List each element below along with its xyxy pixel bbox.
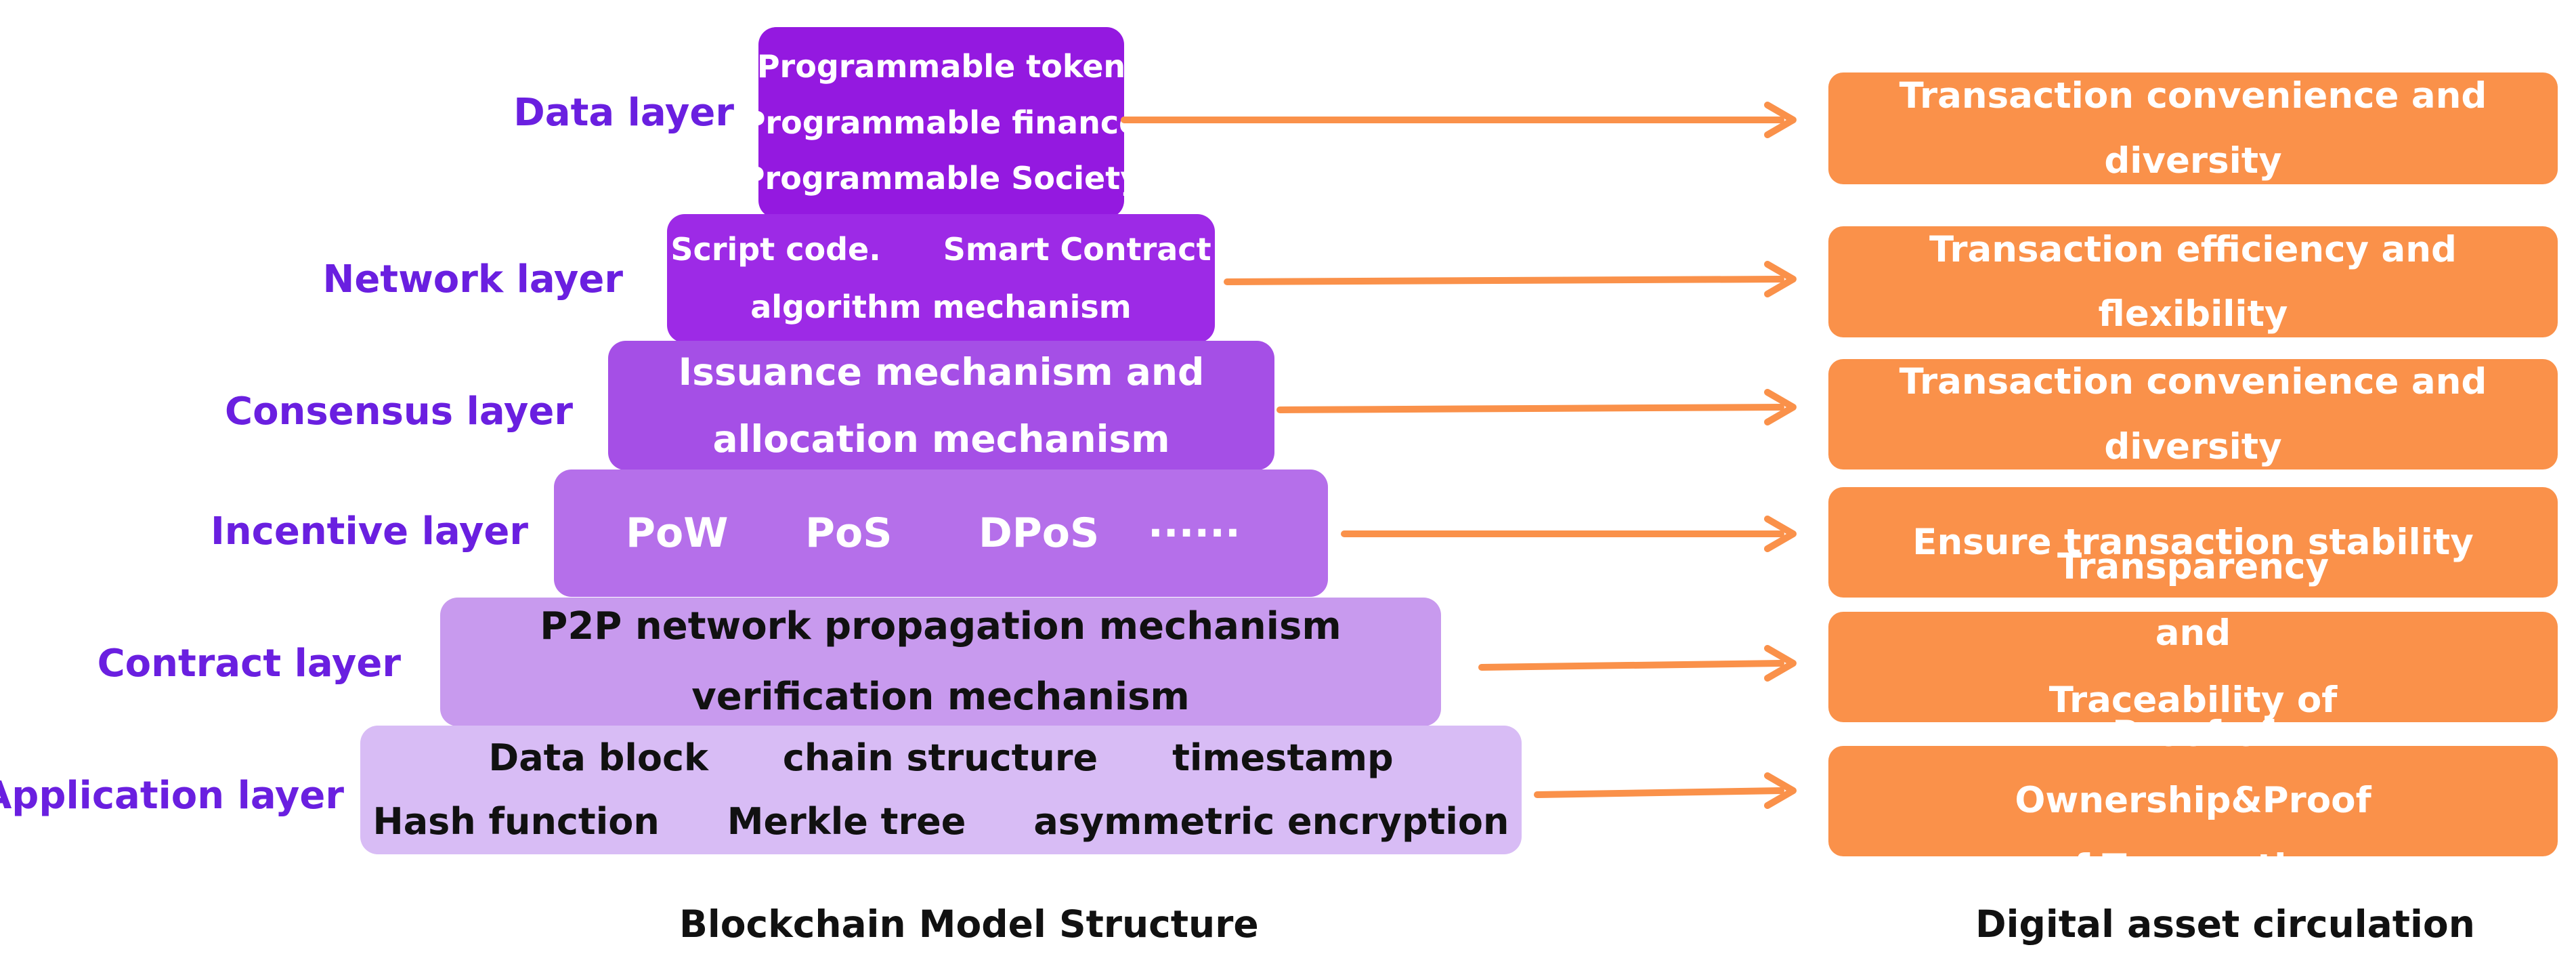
application-layer-row: Hash function Merkle tree asymmetric enc… bbox=[360, 790, 1522, 854]
result-text: Transaction convenience and diversity bbox=[1899, 75, 2487, 182]
arrow-head bbox=[1764, 261, 1797, 297]
result-box: Transaction efficiency and flexibility bbox=[1828, 226, 2558, 337]
application-layer-block: Data block chain structure timestamp Has… bbox=[360, 726, 1522, 854]
application-layer-item: timestamp bbox=[1172, 736, 1394, 779]
layer-label-data: Data layer bbox=[513, 91, 734, 135]
network-layer-item: Script code. bbox=[670, 230, 881, 268]
layer-label-application: Application layer bbox=[0, 774, 344, 818]
layer-label-network: Network layer bbox=[322, 257, 623, 301]
incentive-layer-block: PoW PoS DPoS ······ bbox=[554, 469, 1328, 597]
result-text: Transaction convenience and diversity bbox=[1899, 361, 2487, 467]
network-layer-item: Smart Contract bbox=[943, 230, 1211, 268]
results-title: Digital asset circulation bbox=[1975, 902, 2475, 946]
data-layer-item: Programmable finance bbox=[742, 104, 1140, 141]
application-layer-item: Merkle tree bbox=[727, 800, 966, 843]
result-box: Transaction convenience and diversity bbox=[1828, 359, 2558, 469]
layer-label-consensus: Consensus layer bbox=[224, 390, 573, 434]
arrow-head bbox=[1764, 102, 1797, 138]
result-box: Transaction convenience and diversity bbox=[1828, 72, 2558, 184]
incentive-layer-item: PoS bbox=[805, 509, 893, 557]
result-text: Ensure transaction stability bbox=[1912, 521, 2474, 563]
pyramid-title: Blockchain Model Structure bbox=[679, 902, 1259, 946]
contract-layer-item: P2P network propagation mechanism bbox=[540, 604, 1341, 649]
application-layer-item: asymmetric encryption bbox=[1033, 800, 1509, 843]
result-text: Proof of Ownership&Proof of Transaction bbox=[2015, 713, 2371, 888]
application-layer-item: Hash function bbox=[372, 800, 660, 843]
application-layer-item: Data block bbox=[488, 736, 708, 779]
arrow-head bbox=[1764, 389, 1797, 425]
data-layer-item: Programmable Society bbox=[742, 160, 1141, 197]
contract-layer-block: P2P network propagation mechanism verifi… bbox=[440, 598, 1441, 726]
result-box: Ensure transaction stability bbox=[1828, 487, 2558, 598]
result-box: Transparency and Traceability of Transac… bbox=[1828, 546, 2558, 787]
network-layer-block: Script code. Smart Contract algorithm me… bbox=[667, 214, 1215, 343]
contract-layer-item: verification mechanism bbox=[691, 675, 1190, 719]
consensus-layer-item: Issuance mechanism and bbox=[678, 350, 1205, 394]
arrow-line bbox=[1478, 660, 1784, 671]
arrow-head bbox=[1764, 772, 1797, 809]
network-layer-item: algorithm mechanism bbox=[750, 289, 1132, 325]
incentive-layer-item: PoW bbox=[626, 509, 729, 557]
arrow-head bbox=[1764, 516, 1797, 552]
result-text: Transaction efficiency and flexibility bbox=[1929, 228, 2457, 335]
application-layer-row: Data block chain structure timestamp bbox=[360, 726, 1522, 791]
data-layer-item: Programmable token bbox=[756, 47, 1126, 85]
network-layer-row: Script code. Smart Contract bbox=[667, 221, 1215, 278]
consensus-layer-block: Issuance mechanism and allocation mechan… bbox=[608, 341, 1274, 470]
layer-label-incentive: Incentive layer bbox=[210, 509, 528, 554]
arrow-line bbox=[1276, 404, 1784, 413]
arrow-head bbox=[1764, 645, 1797, 682]
result-box: Proof of Ownership&Proof of Transaction bbox=[1828, 713, 2558, 888]
arrow-line bbox=[1534, 787, 1784, 798]
incentive-layer-row: PoW PoS DPoS ······ bbox=[554, 509, 1328, 557]
incentive-layer-item: ······ bbox=[1148, 509, 1241, 557]
incentive-layer-item: DPoS bbox=[979, 509, 1100, 557]
application-layer-item: chain structure bbox=[782, 736, 1098, 779]
consensus-layer-item: allocation mechanism bbox=[712, 417, 1170, 461]
data-layer-block: Programmable token Programmable finance … bbox=[742, 27, 1141, 218]
arrow-line bbox=[1224, 276, 1784, 285]
layer-label-contract: Contract layer bbox=[97, 642, 401, 686]
